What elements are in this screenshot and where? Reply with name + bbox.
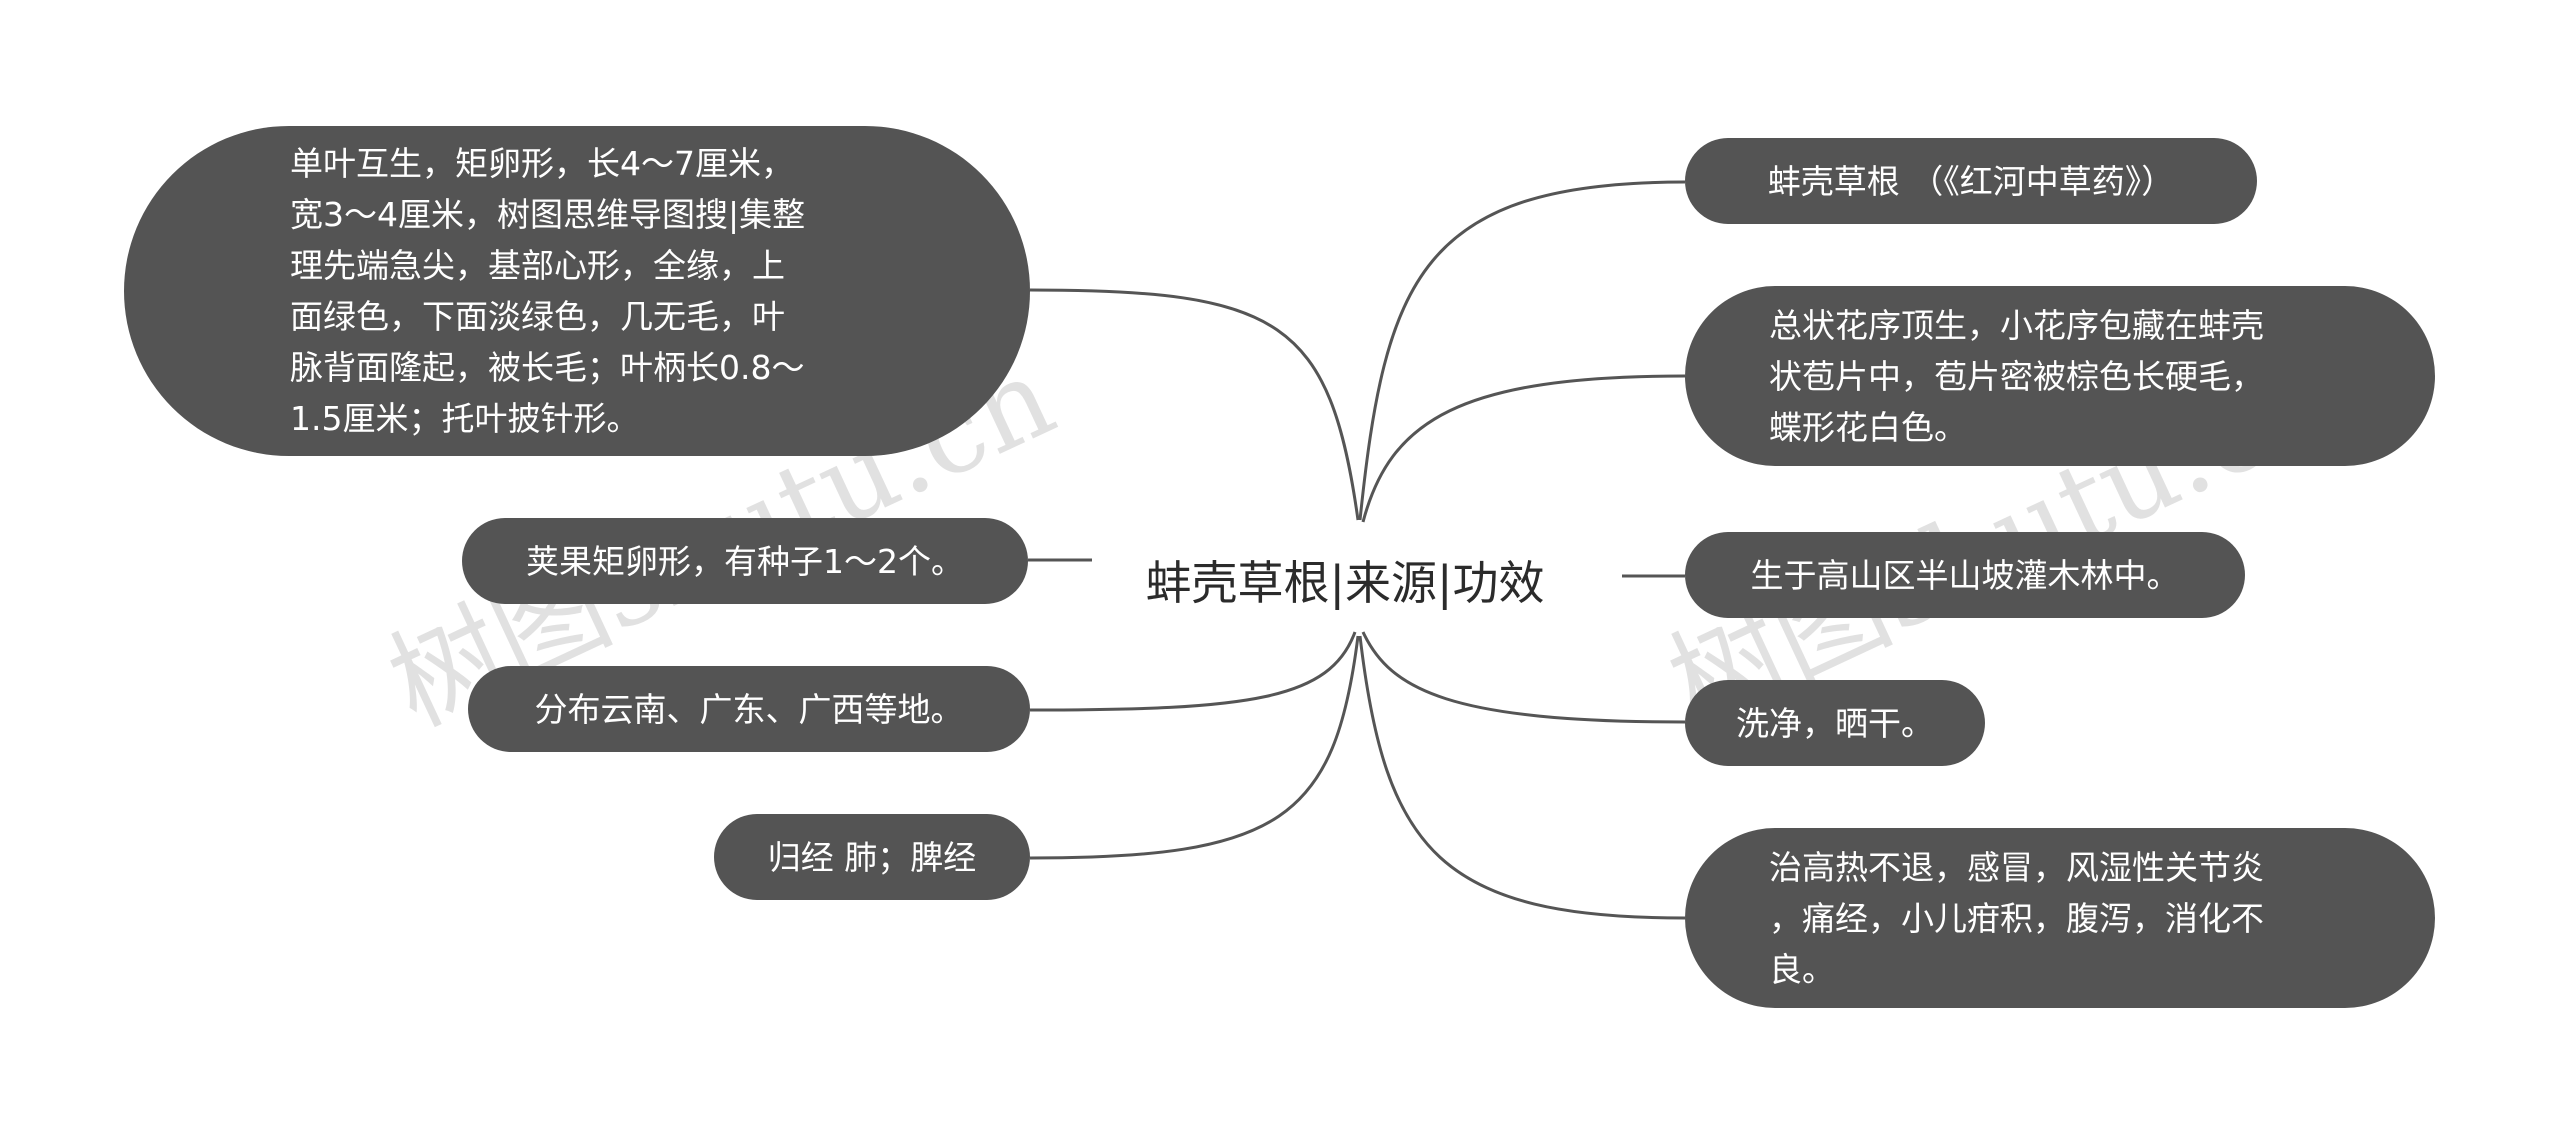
connector-source-book [1358, 180, 1686, 521]
node-flower-description-text: 总状花序顶生，小花序包藏在蚌壳 状苞片中，苞片密被棕色长硬毛， 蝶形花白色。 [1769, 305, 2264, 447]
node-leaf-description[interactable]: 单叶互生，矩卵形，长4～7厘米， 宽3～4厘米，树图思维导图搜|集整 理先端急尖… [124, 126, 1030, 456]
node-flower-description[interactable]: 总状花序顶生，小花序包藏在蚌壳 状苞片中，苞片密被棕色长硬毛， 蝶形花白色。 [1685, 286, 2435, 466]
node-pod-description-text: 荚果矩卵形，有种子1～2个。 [526, 541, 964, 581]
node-efficacy[interactable]: 治高热不退，感冒，风湿性关节炎 ，痛经，小儿疳积，腹泻，消化不 良。 [1685, 828, 2435, 1008]
node-meridian-text: 归经 肺；脾经 [767, 837, 977, 877]
node-distribution[interactable]: 分布云南、广东、广西等地。 [468, 666, 1030, 752]
node-meridian[interactable]: 归经 肺；脾经 [714, 814, 1030, 900]
connector-meridian [1029, 635, 1360, 860]
root-topic-label: 蚌壳草根|来源|功效 [1145, 556, 1545, 610]
connector-efficacy [1358, 635, 1686, 920]
node-pod-description[interactable]: 荚果矩卵形，有种子1～2个。 [462, 518, 1028, 604]
node-leaf-description-text: 单叶互生，矩卵形，长4～7厘米， 宽3～4厘米，树图思维导图搜|集整 理先端急尖… [290, 144, 806, 438]
connector-leaf-description [1029, 288, 1360, 521]
connector-processing [1361, 631, 1686, 724]
connector-flower-description [1361, 374, 1686, 523]
connector-distribution [1029, 631, 1357, 712]
node-processing-text: 洗净，晒干。 [1736, 703, 1934, 743]
node-source-book[interactable]: 蚌壳草根 （《红河中草药》） [1685, 138, 2257, 224]
node-source-book-text: 蚌壳草根 （《红河中草药》） [1767, 161, 2175, 201]
node-distribution-text: 分布云南、广东、广西等地。 [534, 689, 964, 729]
root-topic[interactable]: 蚌壳草根|来源|功效 [1080, 540, 1610, 620]
node-efficacy-text: 治高热不退，感冒，风湿性关节炎 ，痛经，小儿疳积，腹泻，消化不 良。 [1769, 847, 2264, 989]
node-processing[interactable]: 洗净，晒干。 [1685, 680, 1985, 766]
node-habitat-text: 生于高山区半山坡灌木林中。 [1750, 555, 2180, 595]
node-habitat[interactable]: 生于高山区半山坡灌木林中。 [1685, 532, 2245, 618]
